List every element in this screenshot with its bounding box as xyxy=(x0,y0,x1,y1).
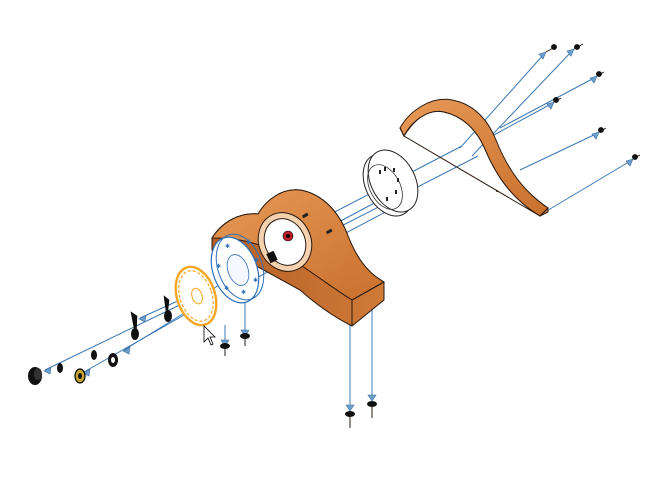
screw-icon[interactable] xyxy=(598,127,607,133)
foot-icon[interactable] xyxy=(345,411,355,428)
svg-text:✱: ✱ xyxy=(224,285,229,292)
svg-text:✱: ✱ xyxy=(241,289,246,296)
svg-text:✱: ✱ xyxy=(225,243,230,250)
svg-text:✱: ✱ xyxy=(253,277,258,284)
clock-back-panel[interactable] xyxy=(399,98,549,217)
screw-icon[interactable] xyxy=(573,43,584,50)
svg-text:✱: ✱ xyxy=(246,239,251,246)
washer-icon[interactable] xyxy=(91,350,97,360)
clock-body[interactable] xyxy=(211,189,386,327)
clock-hands[interactable] xyxy=(130,295,172,340)
clock-dial-face[interactable]: ✱ ✱ ✱ ✱ ✱ ✱ ✱ xyxy=(203,228,273,310)
foot-icon[interactable] xyxy=(240,333,250,346)
svg-text:✱: ✱ xyxy=(216,263,221,270)
explode-arrowheads xyxy=(43,48,634,412)
screw-icon[interactable] xyxy=(545,44,557,53)
feet[interactable] xyxy=(220,333,377,428)
brass-nut-icon[interactable] xyxy=(74,368,86,384)
front-hardware[interactable] xyxy=(28,350,118,385)
foot-icon[interactable] xyxy=(367,401,377,418)
foot-icon[interactable] xyxy=(220,343,230,356)
screw-icon[interactable] xyxy=(596,71,605,77)
washer-icon[interactable] xyxy=(57,363,63,373)
dial-ring[interactable] xyxy=(169,262,224,331)
svg-text:✱: ✱ xyxy=(254,257,259,264)
hand-icon[interactable] xyxy=(130,311,139,340)
movement-cage[interactable] xyxy=(353,142,428,225)
knob-icon[interactable] xyxy=(28,367,42,385)
gear-icon[interactable] xyxy=(108,353,118,367)
cursor-icon xyxy=(203,325,216,346)
screws[interactable] xyxy=(545,43,641,160)
hand-icon[interactable] xyxy=(163,295,172,322)
screw-icon[interactable] xyxy=(553,97,562,103)
screw-icon[interactable] xyxy=(632,154,641,160)
